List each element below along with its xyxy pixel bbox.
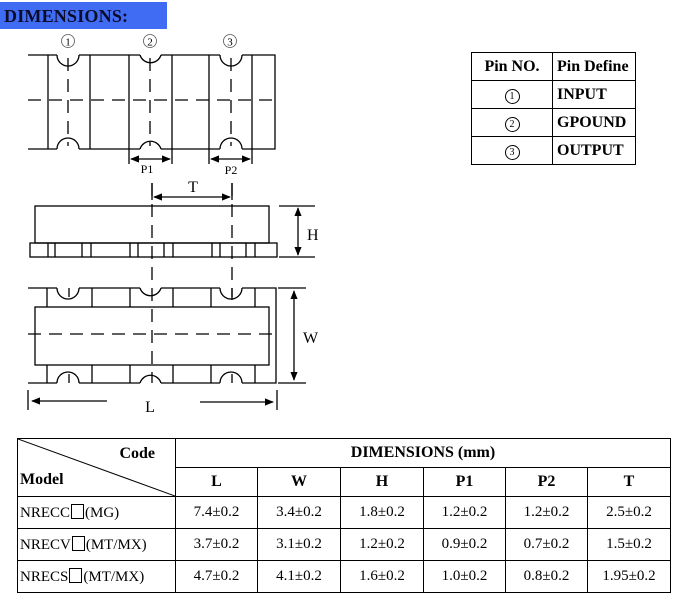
pin-number-badge: 1	[504, 88, 520, 104]
pin-marker-1: 1	[65, 37, 71, 49]
table-row: NRECS(MT/MX) 4.7±0.2 4.1±0.2 1.6±0.2 1.0…	[17, 560, 671, 593]
pin-define-header: Pin Define	[552, 52, 636, 81]
top-view: 1 2 3 P1 P2	[28, 34, 276, 177]
value-w: 4.1±0.2	[257, 560, 341, 593]
value-p1: 1.0±0.2	[423, 560, 506, 593]
l-label: L	[145, 399, 155, 416]
value-h: 1.6±0.2	[340, 560, 424, 593]
section-title: DIMENSIONS:	[4, 6, 129, 26]
model-label: Model	[20, 471, 64, 488]
section-title-banner: DIMENSIONS:	[0, 2, 167, 29]
dimensions-group-header: DIMENSIONS (mm)	[175, 438, 671, 468]
pin-row: 2 GPOUND	[471, 108, 636, 137]
placeholder-box-icon	[71, 503, 85, 519]
pin-no-header: Pin NO.	[471, 52, 553, 81]
pin-table-header: Pin NO. Pin Define	[471, 52, 636, 81]
bottom-view: W L	[27, 287, 319, 416]
value-p2: 0.7±0.2	[505, 528, 588, 561]
code-label: Code	[119, 445, 155, 462]
dimension-drawing: 1 2 3 P1 P2 T	[27, 34, 319, 416]
col-header-p1: P1	[423, 467, 506, 497]
pin-define: GPOUND	[552, 108, 636, 137]
pin-row: 1 INPUT	[471, 80, 636, 109]
value-p1: 1.2±0.2	[423, 496, 506, 529]
dim-header-row-1: Code Model DIMENSIONS (mm)	[17, 438, 671, 497]
value-l: 3.7±0.2	[175, 528, 258, 561]
col-header-t: T	[587, 467, 671, 497]
value-h: 1.8±0.2	[340, 496, 424, 529]
value-t: 1.95±0.2	[587, 560, 671, 593]
h-label: H	[307, 227, 319, 244]
value-t: 1.5±0.2	[587, 528, 671, 561]
pin-definition-table: Pin NO. Pin Define 1 INPUT 2 GPOUND 3 OU…	[471, 52, 636, 165]
value-w: 3.1±0.2	[257, 528, 341, 561]
pin-number-badge: 2	[504, 116, 520, 132]
placeholder-box-icon	[71, 535, 85, 551]
value-l: 7.4±0.2	[175, 496, 258, 529]
p2-label: P2	[225, 163, 238, 177]
model-cell: NRECS(MT/MX)	[17, 560, 176, 593]
table-row: NRECC(MG) 7.4±0.2 3.4±0.2 1.8±0.2 1.2±0.…	[17, 496, 671, 529]
value-w: 3.4±0.2	[257, 496, 341, 529]
pin-row: 3 OUTPUT	[471, 136, 636, 165]
pin-marker-3: 3	[227, 37, 233, 49]
w-label: W	[303, 330, 319, 347]
col-header-w: W	[257, 467, 341, 497]
col-header-l: L	[175, 467, 258, 497]
model-cell: NRECC(MG)	[17, 496, 176, 529]
pin-define: OUTPUT	[552, 136, 636, 165]
pin-marker-2: 2	[147, 37, 153, 49]
value-p2: 1.2±0.2	[505, 496, 588, 529]
value-p1: 0.9±0.2	[423, 528, 506, 561]
value-l: 4.7±0.2	[175, 560, 258, 593]
col-header-p2: P2	[505, 467, 588, 497]
table-row: NRECV(MT/MX) 3.7±0.2 3.1±0.2 1.2±0.2 0.9…	[17, 528, 671, 561]
placeholder-box-icon	[69, 567, 83, 583]
dimensions-table: Code Model DIMENSIONS (mm) L W H P1 P2 T…	[17, 438, 671, 593]
pin-number-badge: 3	[504, 144, 520, 160]
model-cell: NRECV(MT/MX)	[17, 528, 176, 561]
side-view: T H	[29, 179, 319, 258]
value-t: 2.5±0.2	[587, 496, 671, 529]
value-h: 1.2±0.2	[340, 528, 424, 561]
dim-header-row-2: L W H P1 P2 T	[18, 467, 671, 497]
value-p2: 0.8±0.2	[505, 560, 588, 593]
code-model-corner-cell: Code Model	[17, 438, 176, 497]
pin-define: INPUT	[552, 80, 636, 109]
col-header-h: H	[340, 467, 424, 497]
t-label: T	[188, 179, 198, 196]
p1-label: P1	[141, 162, 154, 176]
